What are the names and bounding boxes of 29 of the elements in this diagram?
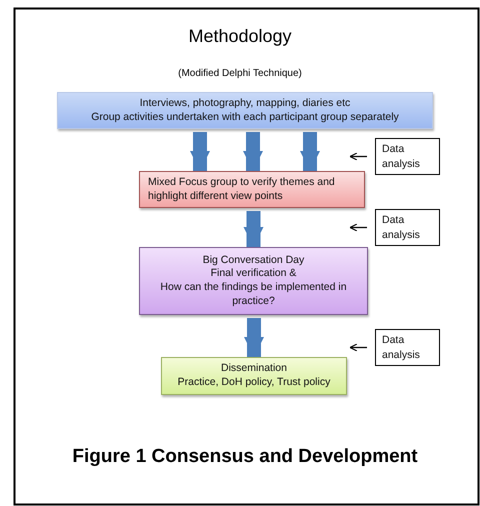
block-arrow	[243, 132, 263, 171]
arrow	[349, 343, 367, 352]
block-arrow	[190, 132, 210, 171]
process-box	[139, 171, 365, 208]
box-text: Final verification &	[210, 267, 298, 281]
box-text: Dissemination	[220, 362, 288, 376]
arrow	[349, 152, 367, 161]
process-box	[57, 92, 433, 129]
box-text: Interviews, photography, mapping, diaries etc	[138, 96, 352, 110]
box-text: Data analysis	[382, 333, 421, 362]
caption: Figure 1 Consensus and Development	[71, 446, 419, 468]
title: Methodology	[187, 26, 293, 47]
process-box	[139, 247, 368, 315]
box-text: Practice, DoH policy, Trust policy	[176, 376, 332, 390]
box-text: Group activities undertaken with each participant group separately	[90, 110, 400, 124]
note-box	[375, 209, 440, 246]
box-text: Big Conversation Day	[202, 254, 306, 268]
arrow	[349, 223, 367, 232]
block-arrow	[244, 318, 264, 357]
box-text: Data analysis	[382, 213, 421, 242]
block-arrow	[244, 211, 264, 247]
box-text: How can the findings be implemented in practice?	[159, 281, 348, 308]
block-arrow	[300, 132, 320, 171]
box-text: Data analysis	[382, 142, 421, 171]
note-box	[375, 329, 440, 366]
subtitle: (Modified Delphi Technique)	[177, 68, 303, 79]
box-text: Mixed Focus group to verify themes and highlight different view points	[148, 176, 336, 204]
note-box	[375, 138, 440, 175]
process-box	[161, 357, 347, 395]
